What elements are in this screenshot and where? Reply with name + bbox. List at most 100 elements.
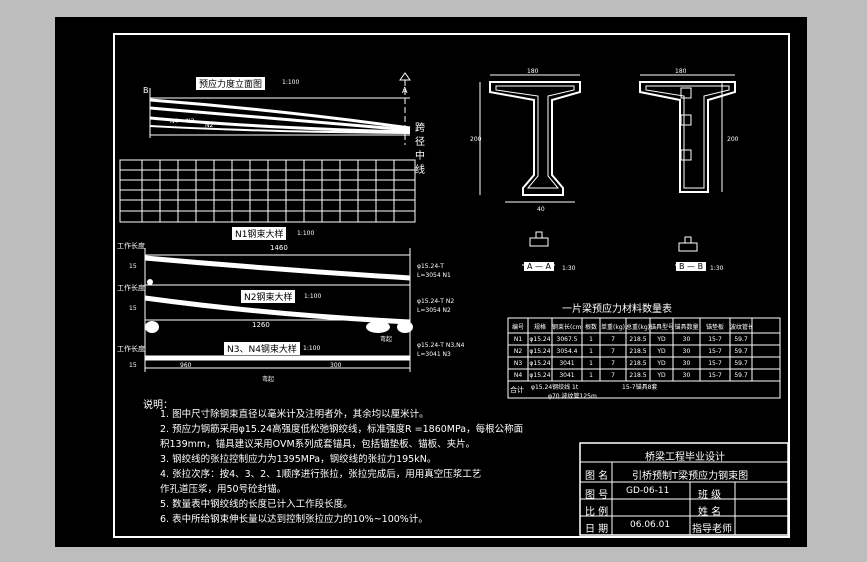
- table-cell: 59.7: [734, 348, 748, 355]
- title-block-date: 06.06.01: [630, 520, 671, 530]
- dim-15-1: 15: [129, 263, 137, 270]
- title-block-no-label: 图 号: [585, 490, 609, 501]
- table-cell: φ15.24: [529, 372, 551, 379]
- dim-960: 960: [180, 362, 192, 369]
- anchor-n2-spec: φ15.24-T N2: [417, 298, 455, 305]
- material-table-title: 一片梁预应力材料数量表: [562, 304, 672, 315]
- n2-detail-scale: 1:100: [304, 293, 322, 300]
- table-cell: 7: [611, 336, 615, 343]
- anchor-n1-length: L=3054 N1: [417, 272, 451, 279]
- title-block-scale-label: 比 例: [585, 507, 609, 518]
- table-cell: 3054.4: [556, 348, 578, 355]
- anchor-n2-length: L=3054 N2: [417, 307, 451, 314]
- section-a-label: A: [402, 86, 408, 95]
- table-cell: φ15.24: [529, 360, 551, 367]
- table-cell: φ15.24: [529, 336, 551, 343]
- table-cell: 1: [589, 360, 593, 367]
- table-cell: 3041: [559, 360, 575, 367]
- table-cell: 15-7: [708, 348, 722, 355]
- title-block-frame: [579, 442, 789, 536]
- table-total-duct: φ70 波纹管125m: [548, 393, 597, 400]
- table-cell: 218.5: [629, 360, 647, 367]
- table-cell: 218.5: [629, 372, 647, 379]
- elevation-scale: 1:100: [282, 79, 300, 86]
- drawing-sheet: [55, 17, 807, 547]
- table-cell: 3041: [559, 372, 575, 379]
- tendon-n2-curve: [149, 106, 411, 132]
- title-block-student-label: 姓 名: [698, 507, 722, 518]
- anchor-n3-length: L=3041 N3: [417, 351, 451, 358]
- table-cell: 59.7: [734, 336, 748, 343]
- anchor-blob-left: [145, 321, 159, 333]
- table-cell: φ15.24: [529, 348, 551, 355]
- n3n4-detail-title: N3、N4钢束大样: [224, 342, 300, 355]
- table-cell: YD: [657, 348, 666, 355]
- table-header-cell: 规格: [533, 324, 546, 331]
- table-cell: 30: [682, 348, 691, 355]
- table-cell: 1: [589, 372, 593, 379]
- bend-label-n2: 弯起: [380, 336, 393, 343]
- notes-title: 说明：: [143, 400, 173, 411]
- note-line: 4. 张拉次序：按4、3、2、1顺序进行张拉，张拉完成后，用用真空压浆工艺: [160, 469, 482, 480]
- table-total-label: 合计: [510, 386, 524, 394]
- n2-detail-title: N2钢束大样: [241, 290, 296, 303]
- table-cell: 7: [611, 372, 615, 379]
- table-header-cell: 锚具型号: [650, 324, 673, 331]
- dim-1460: 1460: [270, 244, 288, 252]
- table-cell: N4: [513, 372, 523, 379]
- section-aa-scale: 1:30: [562, 265, 576, 272]
- note-line: 2. 预应力钢筋采用φ15.24高强度低松弛钢绞线，标准强度R =1860MPa…: [160, 424, 524, 435]
- note-line: 1. 图中尺寸除钢束直径以毫米计及注明者外，其余均以厘米计。: [160, 409, 429, 420]
- bend-label-n3: 弯起: [262, 376, 275, 383]
- t-section-aa-outline: [489, 81, 581, 196]
- anchor-blob-end: [397, 321, 413, 333]
- table-header-cell: 波纹管长(m): [730, 324, 752, 331]
- table-cell: 7: [611, 348, 615, 355]
- table-cell: N1: [513, 336, 523, 343]
- table-cell: 1: [589, 348, 593, 355]
- section-aa-label: A — A: [524, 262, 555, 271]
- tendon-n3-label: N3: [186, 118, 195, 125]
- table-cell: 30: [682, 372, 691, 379]
- table-cell: YD: [657, 372, 666, 379]
- n3n4-detail-scale: 1:100: [303, 345, 321, 352]
- table-cell: 15-7: [708, 336, 722, 343]
- table-header-cell: 单重(kg): [601, 324, 625, 331]
- table-header-cell: 锚具数量: [674, 324, 699, 331]
- section-bb-width: 180: [675, 68, 687, 75]
- table-cell: 218.5: [629, 336, 647, 343]
- table-header-cell: 钢束长(cm): [552, 324, 582, 331]
- title-block-project: 桥梁工程毕业设计: [645, 452, 725, 463]
- section-bb-height: 200: [727, 136, 739, 143]
- table-header-cell: 编号: [511, 324, 524, 331]
- table-cell: 1: [589, 336, 593, 343]
- note-line: 作孔道压浆，用50号砼封锚。: [160, 484, 287, 495]
- notes-list: 1. 图中尺寸除钢束直径以毫米计及注明者外，其余均以厘米计。 2. 预应力钢筋采…: [160, 406, 523, 526]
- table-cell: YD: [657, 336, 666, 343]
- table-cell: 59.7: [734, 372, 748, 379]
- t-section-bb-inner: [645, 85, 730, 189]
- anchor-blob-right: [366, 321, 390, 333]
- table-header-cell: 根数: [584, 324, 597, 331]
- section-a-marker: [399, 72, 411, 81]
- title-block-date-label: 日 期: [585, 524, 609, 535]
- table-cell: N3: [513, 360, 523, 367]
- work-length-1: 工作长度: [117, 242, 145, 250]
- n1-detail-tendon: [144, 255, 411, 281]
- table-cell: 15-7: [708, 360, 722, 367]
- section-aa-height: 200: [470, 136, 482, 143]
- section-bb-label: B — B: [676, 262, 707, 271]
- tendon-n4-curve: [149, 125, 411, 134]
- t-section-bb-outline: [639, 81, 736, 193]
- n1-detail-title: N1钢束大样: [232, 227, 287, 240]
- anchor-n1-spec: φ15.24-T: [417, 263, 444, 270]
- note-line: 3. 钢绞线的张拉控制应力为1395MPa，钢绞线的张拉力195kN。: [160, 454, 437, 465]
- section-aa-dim-40: 40: [537, 206, 545, 213]
- title-block-advisor-label: 指导老师: [692, 524, 732, 535]
- title-block-no: GD-06-11: [626, 486, 670, 496]
- table-total-strand: φ15.24钢绞线 1t: [531, 384, 579, 391]
- table-cell: 15-7: [708, 372, 722, 379]
- midspan-label: 跨径中线: [415, 123, 425, 176]
- table-cell: 59.7: [734, 360, 748, 367]
